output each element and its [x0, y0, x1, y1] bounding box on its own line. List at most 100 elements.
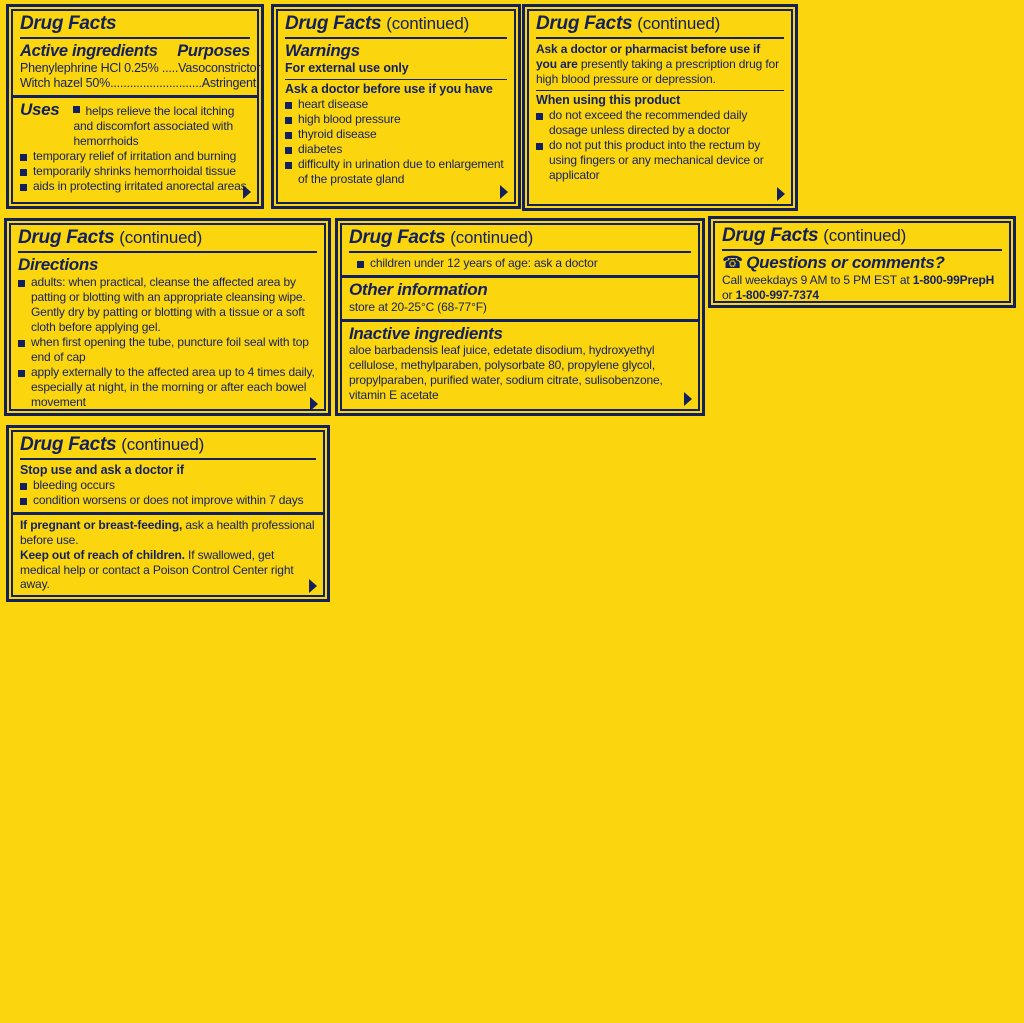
list-item: thyroid disease	[285, 127, 507, 142]
stop-use-heading: Stop use and ask a doctor if	[20, 462, 184, 477]
list-item: temporarily shrinks hemorrhoidal tissue	[20, 164, 250, 179]
continued-label: (continued)	[121, 435, 205, 454]
divider	[349, 250, 691, 253]
children-warning: Keep out of reach of children. If swallo…	[20, 548, 316, 593]
list-item: bleeding occurs	[20, 478, 316, 493]
continued-label: (continued)	[637, 14, 721, 33]
directions-heading: Directions	[18, 254, 99, 274]
list-item: when first opening the tube, puncture fo…	[18, 335, 317, 365]
ask-doctor-list: heart disease high blood pressure thyroi…	[285, 97, 507, 187]
when-using-list: do not exceed the recommended daily dosa…	[536, 108, 784, 183]
drug-facts-title-text: Drug Facts	[536, 13, 633, 34]
list-item: do not put this product into the rectum …	[536, 138, 784, 183]
children-warning-bold: Keep out of reach of children.	[20, 547, 185, 562]
panel-title: Drug Facts	[20, 14, 250, 34]
external-use-text: For external use only	[285, 60, 409, 75]
inactive-ingredients-box: Inactive ingredients aloe barbadensis le…	[342, 318, 698, 410]
active-ingredient-row: Phenylephrine HCl 0.25% .....Vasoconstri…	[20, 60, 261, 75]
continuation-arrow-icon	[310, 396, 318, 411]
other-information-box: Other information store at 20-25°C (68-7…	[342, 274, 698, 319]
divider	[20, 457, 316, 460]
panel-title: Drug Facts (continued)	[18, 228, 317, 248]
uses-lead-row: Uses helps relieve the local itching and…	[20, 101, 250, 149]
list-item: high blood pressure	[285, 112, 507, 127]
questions-heading: Questions or comments?	[746, 252, 945, 272]
stop-use-list: bleeding occurs condition worsens or doe…	[20, 478, 316, 508]
ask-doctor-heading: Ask a doctor before use if you have	[285, 81, 493, 96]
list-item: temporary relief of irritation and burni…	[20, 149, 250, 164]
list-item: difficulty in urination due to enlargeme…	[285, 157, 507, 187]
drug-facts-title-text: Drug Facts	[20, 13, 117, 34]
drug-facts-panel-stop-use: Drug Facts (continued) Stop use and ask …	[6, 425, 330, 602]
inactive-ingredients-heading: Inactive ingredients	[349, 323, 503, 343]
uses-lead-text: helps relieve the local itching and disc…	[73, 104, 250, 149]
continuation-arrow-icon	[777, 187, 785, 201]
questions-heading-row: ☎Questions or comments?	[722, 252, 1002, 273]
questions-line-1-prefix: Call weekdays 9 AM to 5 PM EST at	[722, 272, 913, 287]
panel-title: Drug Facts (continued)	[536, 14, 784, 34]
drug-facts-title-text: Drug Facts	[285, 13, 382, 34]
purposes-label: Purposes	[177, 41, 250, 60]
drug-facts-title-text: Drug Facts	[18, 227, 115, 248]
other-information-text: store at 20-25°C (68-77°F)	[349, 299, 487, 314]
pregnancy-warning: If pregnant or breast-feeding, ask a hea…	[20, 518, 316, 548]
continued-label: (continued)	[450, 228, 534, 247]
continued-label: (continued)	[386, 14, 470, 33]
children-box: Drug Facts (continued) children under 12…	[342, 225, 698, 275]
list-item: aids in protecting irritated anorectal a…	[20, 179, 250, 194]
bullet-icon	[73, 106, 81, 114]
list-item: heart disease	[285, 97, 507, 112]
when-using-heading: When using this product	[536, 92, 681, 107]
drug-facts-panel-other-information: Drug Facts (continued) children under 12…	[335, 218, 705, 416]
warnings-extra-box: If pregnant or breast-feeding, ask a hea…	[13, 511, 323, 596]
children-list: children under 12 years of age: ask a do…	[349, 256, 691, 271]
ask-pharmacist-bold: Ask a doctor or pharmacist before use if…	[536, 41, 761, 71]
divider	[285, 36, 507, 39]
divider	[722, 248, 1002, 251]
divider	[536, 36, 784, 39]
continuation-arrow-icon	[500, 185, 508, 199]
stop-use-box: Drug Facts (continued) Stop use and ask …	[13, 432, 323, 512]
drug-facts-panel-pharmacist: Drug Facts (continued) Ask a doctor or p…	[522, 4, 798, 211]
list-item: diabetes	[285, 142, 507, 157]
questions-line-2: or 1-800-997-7374	[722, 288, 1002, 303]
drug-facts-title-text: Drug Facts	[20, 434, 117, 455]
drug-facts-panel-warnings: Drug Facts (continued) Warnings For exte…	[271, 4, 521, 209]
children-warning-rest: If swallowed, get medical help or contac…	[20, 547, 294, 592]
panel-title: Drug Facts (continued)	[20, 435, 316, 455]
drug-facts-panel-questions: Drug Facts (continued) ☎Questions or com…	[708, 216, 1016, 308]
divider	[285, 78, 507, 80]
directions-box: Drug Facts (continued) Directions adults…	[11, 225, 324, 414]
continuation-arrow-icon	[243, 185, 251, 199]
active-ingredient-row: Witch hazel 50%.........................…	[20, 76, 257, 91]
continuation-arrow-icon	[684, 392, 692, 406]
pregnancy-warning-rest: ask a health professional before use.	[20, 517, 315, 547]
uses-list: temporary relief of irritation and burni…	[20, 149, 250, 194]
active-ingredients-label: Active ingredients	[20, 41, 158, 60]
active-ingredients-box: Drug Facts Active ingredients Purposes P…	[13, 11, 261, 95]
drug-facts-panel-active-uses: Drug Facts Active ingredients Purposes P…	[6, 4, 264, 209]
warnings-box: Drug Facts (continued) Warnings For exte…	[278, 11, 514, 202]
divider	[18, 250, 317, 253]
inactive-ingredients-text: aloe barbadensis leaf juice, edetate dis…	[349, 343, 663, 402]
panel-title: Drug Facts (continued)	[349, 228, 691, 248]
continued-label: (continued)	[823, 226, 907, 245]
uses-lead-label: helps relieve the local itching and disc…	[73, 104, 235, 149]
divider	[20, 36, 250, 39]
list-item: do not exceed the recommended daily dosa…	[536, 108, 784, 138]
phone-number-primary: 1-800-99PrepH	[912, 272, 995, 287]
drug-facts-title-text: Drug Facts	[349, 227, 446, 248]
list-item: condition worsens or does not improve wi…	[20, 493, 316, 508]
uses-box: Uses helps relieve the local itching and…	[13, 95, 257, 202]
telephone-icon: ☎	[722, 252, 744, 272]
drug-facts-title-text: Drug Facts	[722, 225, 819, 246]
divider	[536, 89, 784, 91]
pharmacist-box: Drug Facts (continued) Ask a doctor or p…	[529, 11, 791, 204]
continued-label: (continued)	[119, 228, 203, 247]
questions-line-2-prefix: or	[722, 287, 736, 302]
list-item: adults: when practical, cleanse the affe…	[18, 275, 317, 335]
panel-title: Drug Facts (continued)	[285, 14, 507, 34]
active-ingredients-header-row: Active ingredients Purposes	[20, 42, 250, 61]
list-item: apply externally to the affected area up…	[18, 365, 317, 410]
questions-box: Drug Facts (continued) ☎Questions or com…	[715, 223, 1009, 306]
